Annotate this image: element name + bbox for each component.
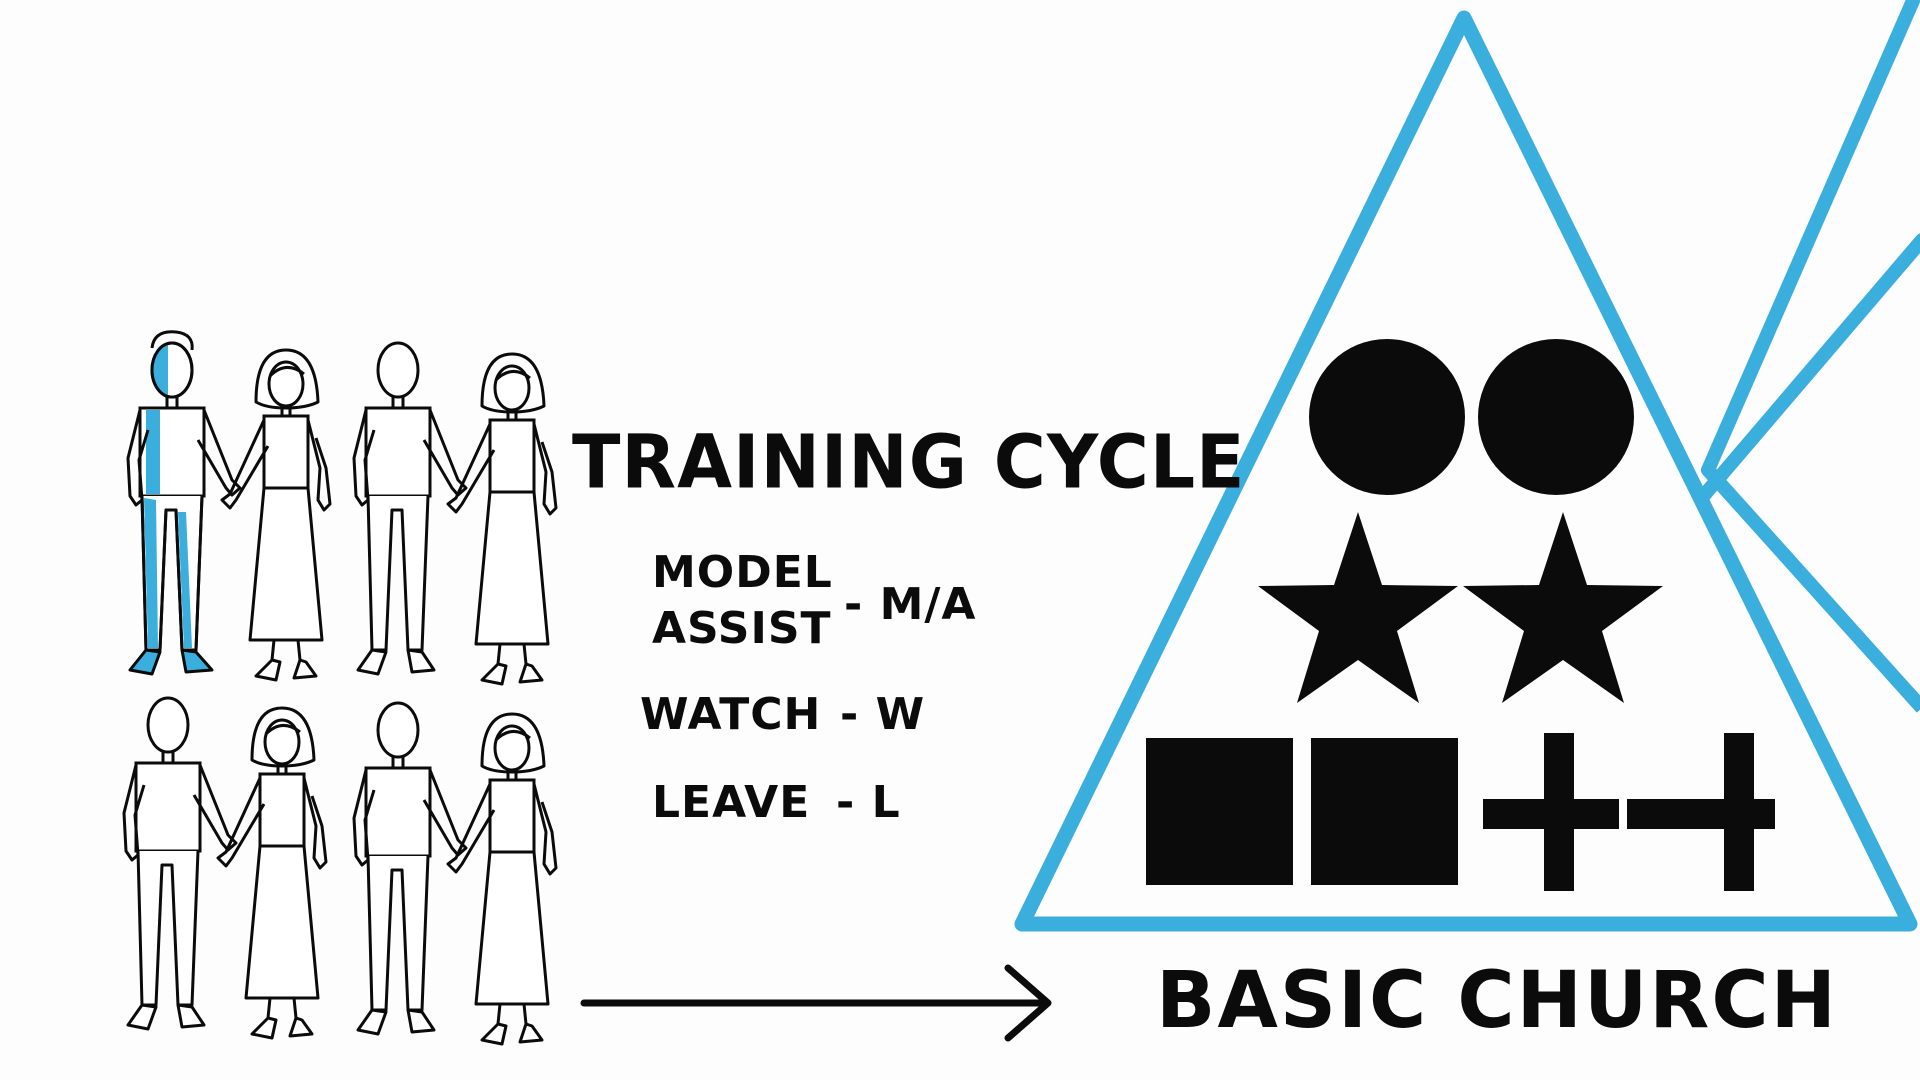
step-model: MODEL: [652, 547, 833, 598]
step-watch: WATCH: [640, 689, 822, 740]
highlighted-man-icon: [126, 330, 242, 676]
couple-4-icon: [352, 701, 558, 1046]
basic-church-label: BASIC CHURCH: [1156, 956, 1838, 1046]
cross-icon: [1627, 733, 1775, 891]
star-icon: [1463, 512, 1663, 703]
couple-2-icon: [352, 341, 558, 686]
square-icon: [1146, 738, 1293, 885]
training-cycle-title: TRAINING CYCLE: [572, 418, 1246, 506]
right-arrow-icon: [580, 964, 1052, 1042]
cross-icon: [1483, 733, 1619, 891]
step-watch-code: - W: [840, 689, 926, 740]
circle-icon: [1478, 339, 1634, 495]
couple-3-icon: [122, 696, 328, 1040]
square-icon: [1311, 738, 1458, 885]
adjacent-triangle-icon: [1693, 0, 1920, 713]
church-triangle-icon: [1014, 10, 1918, 932]
step-assist: ASSIST: [652, 603, 832, 654]
step-leave-code: - L: [836, 777, 901, 828]
star-icon: [1258, 512, 1458, 703]
step-model-assist-code: - M/A: [844, 579, 977, 630]
step-leave: LEAVE: [652, 777, 811, 828]
couple-1-icon: [126, 330, 332, 682]
circle-icon: [1309, 339, 1465, 495]
